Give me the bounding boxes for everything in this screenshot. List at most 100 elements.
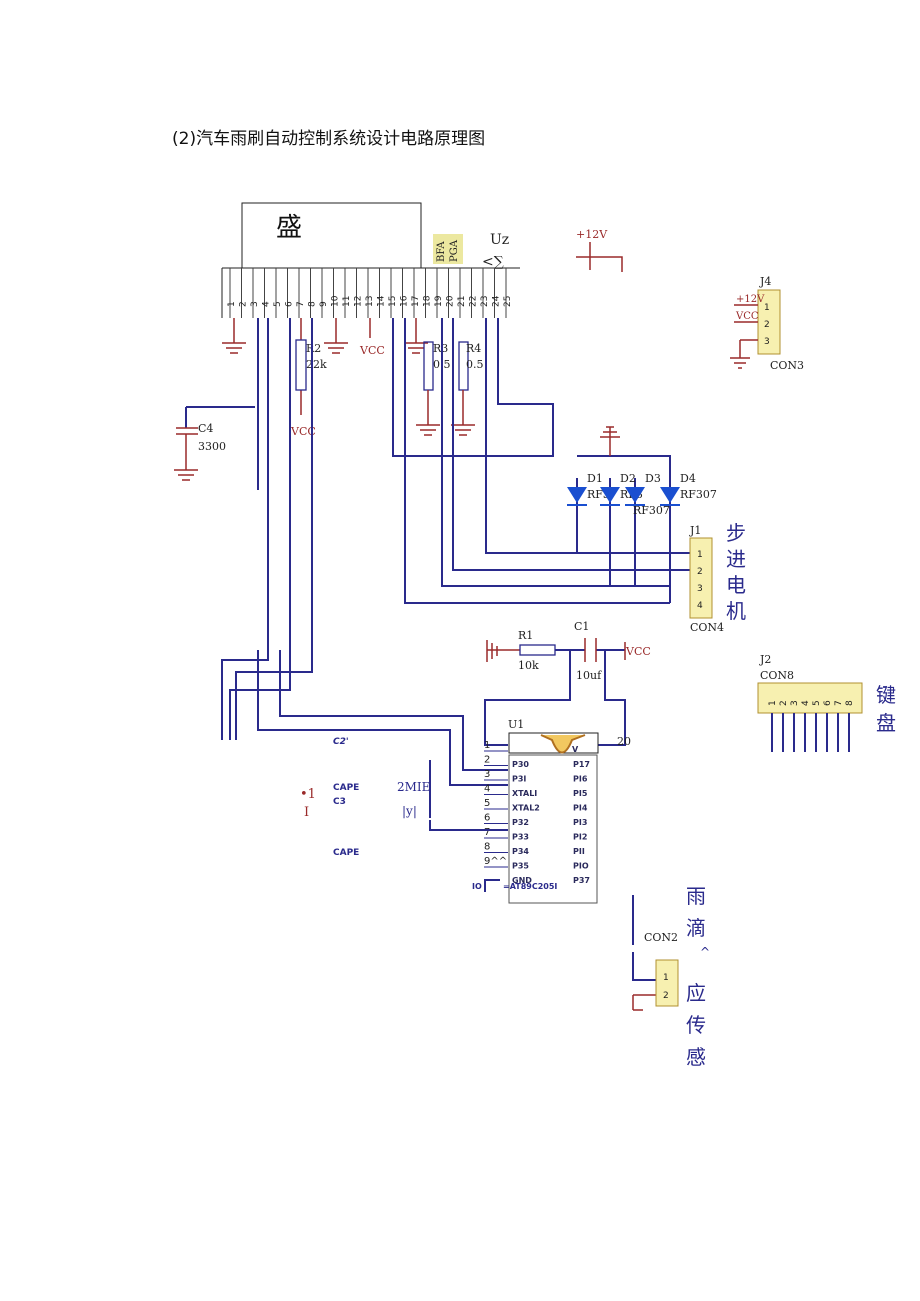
con2-pin-2: 2: [663, 991, 669, 1001]
u1-right-pin: PI2: [573, 833, 587, 842]
j4-pin-2: 2: [764, 320, 770, 330]
diode-name: D2: [620, 472, 636, 485]
u1-pin-number: 9^^: [484, 856, 507, 867]
u1-pin-number: 3: [484, 769, 490, 780]
lcd-pin-label: 24: [492, 295, 502, 307]
u1-left-pin: GND: [512, 876, 532, 885]
c4-value: 3300: [198, 440, 226, 453]
diode-name: D4: [680, 472, 696, 485]
u1-right-pin: PIO: [573, 862, 589, 871]
u1-left-pin: P30: [512, 760, 529, 769]
con2-pin-1: 1: [663, 973, 669, 983]
u1-right-pin: PII: [573, 847, 585, 856]
c4-name: C4: [198, 422, 213, 435]
u1-pin-number: 8: [484, 842, 490, 853]
r2-value: 22k: [306, 358, 327, 371]
cape-label-1: CAPE: [333, 783, 359, 793]
lcd-pin-label: 17: [411, 296, 421, 307]
lcd-pin-label: 19: [434, 295, 444, 307]
diode-name: D3: [645, 472, 661, 485]
stepper-label-4: 机: [726, 599, 746, 623]
j1-pin-4: 4: [697, 601, 703, 611]
rain-label-6: 感: [686, 1045, 706, 1069]
u1-right-pin: P17: [573, 760, 590, 769]
lcd-sigma: <∑: [482, 254, 504, 270]
rain-label-4: 应: [686, 981, 706, 1005]
r2-name: R2: [306, 342, 321, 355]
lcd-pin-label: 2: [239, 301, 249, 307]
u1-pin-number: 2: [484, 755, 490, 766]
lcd-pin-label: 6: [285, 301, 295, 307]
crystal-area: C2' CAPE C3 CAPE 2MIE |y| •1 I: [300, 737, 430, 858]
j4-type: CON3: [770, 359, 804, 372]
j1-name: J1: [689, 524, 701, 537]
diode-array: D1RF3D2RF3D3RF307D4RF307: [567, 472, 717, 517]
lcd-pin-label: 15: [388, 296, 398, 307]
rain-label-5: 传: [686, 1013, 706, 1037]
j4-pin-3: 3: [764, 337, 770, 347]
rain-label-1: 雨: [686, 884, 706, 908]
keyboard-label-2: 盘: [876, 711, 896, 735]
j2-type: CON8: [760, 669, 794, 682]
lcd-side-label-1: BFA: [436, 241, 447, 262]
u1-right-pin: PI6: [573, 775, 588, 784]
lcd-pin-label: 20: [446, 295, 456, 307]
j2-pin-label: 2: [779, 700, 789, 706]
r1-name: R1: [518, 629, 533, 642]
r4-value: 0.5: [466, 358, 484, 371]
u1-left-pin: XTALI: [512, 789, 537, 798]
r4-name: R4: [466, 342, 481, 355]
reset-circuit: R1 10k C1 10uf VCC: [484, 620, 651, 746]
j1-pin-3: 3: [697, 584, 703, 594]
lcd-pin-label: 18: [423, 295, 433, 307]
lcd-pin-label: 23: [480, 296, 490, 307]
c1-name: C1: [574, 620, 589, 633]
u1-v: V: [572, 745, 579, 754]
j4-pin-1: 1: [764, 303, 770, 313]
resistor-r2: R2 22k VCC: [290, 318, 327, 438]
lcd-pin-label: 13: [365, 296, 375, 307]
cape-label-2: CAPE: [333, 848, 359, 858]
r1-value: 10k: [518, 659, 539, 672]
r3-name: R3: [433, 342, 448, 355]
u1-part: =AT89C205I: [503, 882, 557, 891]
lcd-label: 盛: [276, 213, 302, 243]
vcc-label-lcd: VCC: [359, 344, 385, 357]
lcd-pin-label: 11: [342, 296, 352, 307]
j2-pin-label: 8: [845, 700, 855, 706]
lcd-side-label-2: PGA: [449, 239, 460, 262]
stepper-label-3: 电: [726, 573, 746, 597]
u1-left-pin: P32: [512, 818, 529, 827]
resistor-r3: R3 0.5: [423, 341, 451, 410]
r2-vcc: VCC: [290, 425, 316, 438]
crystal-sym: |y|: [402, 804, 417, 818]
rain-label-3: ^: [700, 945, 710, 959]
lcd-pin-label: 4: [262, 301, 272, 307]
lcd-pin-label: 7: [296, 301, 306, 307]
lcd-side-tag: [433, 234, 463, 264]
u1-pin-number: 4: [484, 784, 490, 795]
lcd-pin-label: 9: [319, 301, 329, 307]
j1-type: CON4: [690, 621, 724, 634]
lcd-module: 盛 BFA PGA Uz <∑: [241, 202, 509, 270]
j2-pin-label: 5: [812, 700, 822, 706]
lcd-pin-label: 21: [457, 296, 467, 307]
u1-left-pin: P35: [512, 862, 529, 871]
u1-pin-number: 7: [484, 827, 490, 838]
keyboard-label-1: 键: [876, 683, 896, 707]
lcd-pin-label: 14: [377, 295, 387, 307]
u1-right-pin: PI3: [573, 818, 587, 827]
diode-name: D1: [587, 472, 603, 485]
page-title: (2)汽车雨刷自动控制系统设计电路原理图: [172, 129, 486, 149]
main-wiring: [221, 318, 690, 786]
j1-connector: J1 1 2 3 4 CON4: [689, 524, 724, 634]
stepper-label-2: 进: [726, 547, 746, 571]
lcd-pin-label: 22: [469, 296, 479, 307]
c2-label: C2': [333, 737, 349, 747]
j4-12v: +12V: [736, 294, 765, 305]
